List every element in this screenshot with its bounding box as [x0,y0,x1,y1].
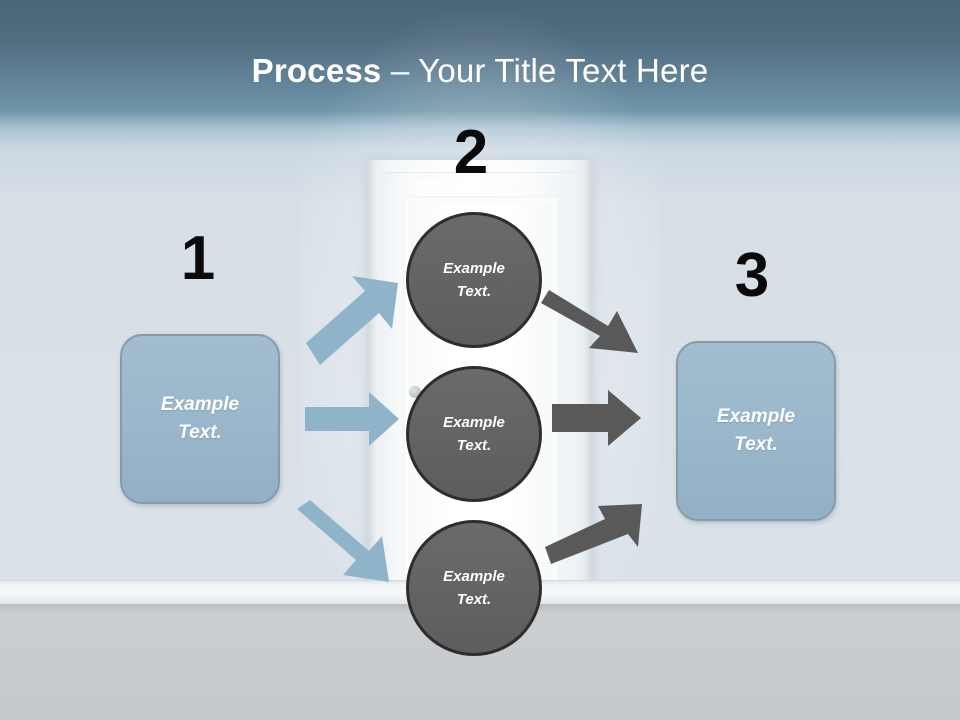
step-2-circle-1-label-line2: Text. [456,283,492,300]
arrow-in-middle [305,392,399,446]
step-2-circle-1-label-line1: Example [443,259,505,277]
arrow-in-bottom [297,500,389,582]
arrow-in-top [306,276,398,365]
step-3-box[interactable]: Example Text. [676,341,836,521]
door-jamb-right [583,160,593,605]
step-2-circle-3-label-line2: Text. [456,591,492,608]
step-number-3: 3 [734,241,770,310]
page-title-rest: – Your Title Text Here [381,52,709,89]
arrow-out-middle [552,390,641,446]
step-3-label-line1: Example [716,405,796,427]
arrow-out-bottom [545,504,642,564]
step-3-label-line2: Text. [734,434,778,455]
step-2-circle-3[interactable]: Example Text. [406,520,542,656]
step-1-label-line1: Example [160,393,240,415]
door-jamb-left [367,160,377,605]
step-1-box[interactable]: Example Text. [120,334,280,504]
step-number-2: 2 [453,118,489,187]
arrow-out-top [541,290,638,353]
step-2-circle-1[interactable]: Example Text. [406,212,542,348]
page-title: Process – Your Title Text Here [0,52,960,90]
step-2-circle-3-label-line1: Example [443,567,505,585]
step-2-circle-2-label-line1: Example [443,413,505,431]
step-1-label-line2: Text. [178,422,222,443]
step-2-circle-2-label-line2: Text. [456,437,492,454]
step-number-1: 1 [180,224,216,293]
step-2-circle-2[interactable]: Example Text. [406,366,542,502]
page-title-bold: Process [251,52,382,89]
